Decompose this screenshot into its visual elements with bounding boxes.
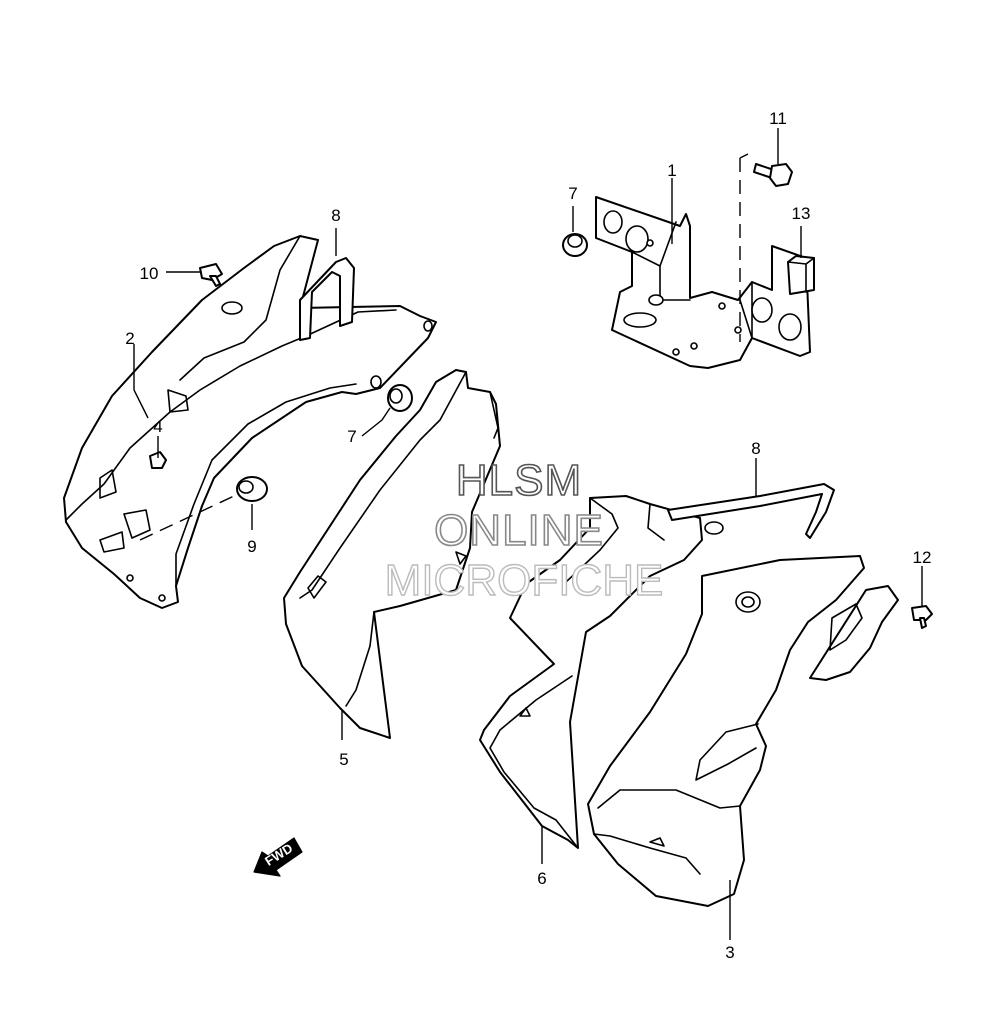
part-2-front-cowl[interactable]	[63, 235, 437, 609]
alignment-line-top	[739, 153, 749, 159]
callout-1: 1	[667, 161, 676, 180]
callout-2: 2	[125, 329, 134, 348]
part-11-bolt[interactable]	[753, 163, 793, 187]
callout-5: 5	[339, 750, 348, 769]
part-5-inner-shroud[interactable]	[283, 369, 501, 739]
part-10-screw[interactable]	[199, 263, 223, 287]
callout-11: 11	[769, 109, 787, 128]
callout-3: 3	[725, 943, 734, 962]
alignment-line-grommet-9	[139, 495, 235, 541]
part-9-grommet[interactable]	[236, 476, 268, 502]
part-6-side-panel[interactable]	[479, 495, 724, 849]
watermark: HLSM ONLINE MICROFICHE	[384, 455, 664, 606]
fwd-direction-arrow: FWD	[253, 837, 303, 877]
watermark-line-2: ONLINE	[434, 506, 604, 555]
callout-13: 13	[792, 204, 811, 223]
part-8-rail-lower[interactable]	[667, 483, 835, 539]
callout-4: 4	[153, 417, 162, 436]
part-7-grommet-upper[interactable]	[562, 233, 588, 257]
leader-lines	[133, 128, 923, 940]
part-7-grommet-lower[interactable]	[387, 384, 413, 412]
part-1-bracket[interactable]	[595, 196, 811, 369]
callout-7-lower: 7	[347, 427, 356, 446]
part-3-side-cover[interactable]	[587, 555, 899, 907]
callout-12: 12	[913, 548, 932, 567]
callout-10: 10	[140, 264, 159, 283]
callout-9: 9	[247, 537, 256, 556]
part-12-screw[interactable]	[911, 605, 933, 629]
part-8-hook-upper[interactable]	[299, 257, 355, 341]
callout-7-upper: 7	[568, 184, 577, 203]
callout-6: 6	[537, 869, 546, 888]
part-13-clip[interactable]	[787, 255, 815, 295]
callout-8-upper: 8	[331, 206, 340, 225]
watermark-line-1: HLSM	[456, 456, 582, 505]
callout-8-lower: 8	[751, 439, 760, 458]
watermark-line-3: MICROFICHE	[385, 556, 664, 605]
